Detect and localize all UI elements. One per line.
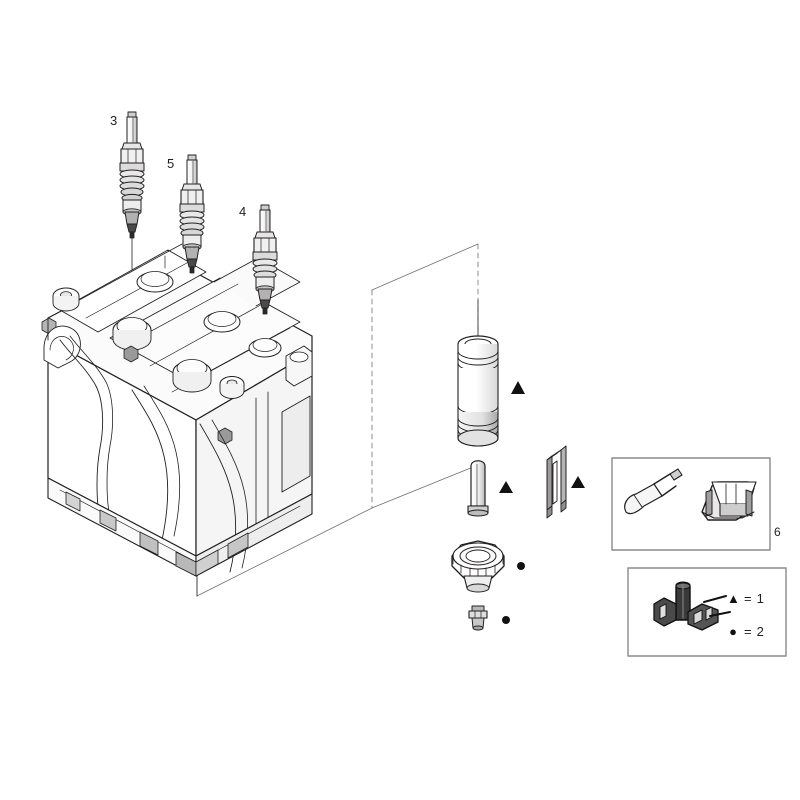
- spark-plug-left: [119, 111, 145, 239]
- plunger-tool: [624, 468, 683, 515]
- triangle-marker-sleeve: [511, 381, 525, 394]
- legend-assembly-illustration: [653, 581, 731, 631]
- retaining-clip: [546, 445, 567, 519]
- mount-boss-left: [52, 287, 80, 312]
- callout-label-5: 5: [167, 156, 175, 171]
- mount-boss-mid: [219, 376, 245, 399]
- triangle-marker-clip: [571, 476, 585, 488]
- legend-equals-1: =: [744, 591, 752, 606]
- grease-fitting: [468, 605, 488, 631]
- callout-label-3: 3: [110, 113, 118, 128]
- tool-box-label-6: 6: [774, 525, 781, 539]
- dowel-pin: [467, 460, 489, 517]
- plug-bore-1: [112, 317, 152, 351]
- plug-bore-5: [248, 338, 282, 358]
- dot-marker-cap: [517, 562, 525, 570]
- legend-box: [627, 567, 787, 657]
- legend-value-2: 2: [756, 624, 764, 639]
- plug-bore-3: [136, 271, 174, 293]
- legend-equals-2: =: [744, 624, 752, 639]
- triangle-marker-pin: [499, 481, 513, 493]
- plug-bore-2: [172, 359, 212, 393]
- spark-plug-middle: [179, 154, 205, 274]
- dot-marker-icon: ●: [729, 624, 737, 639]
- injector-sleeve: [457, 335, 499, 447]
- legend-value-1: 1: [756, 591, 764, 606]
- dot-marker-fitting: [502, 616, 510, 624]
- holder-bracket: [701, 481, 757, 521]
- knurled-cap-nut: [451, 540, 505, 593]
- legend-row-triangle: ▲ = 1: [727, 592, 765, 605]
- legend-row-dot: ● = 2: [727, 625, 765, 638]
- tool-box-6: [611, 457, 771, 551]
- spark-plug-right: [252, 204, 278, 315]
- plug-bore-4: [203, 311, 241, 333]
- bottom-feet: [65, 491, 249, 577]
- callout-label-4: 4: [239, 204, 247, 219]
- triangle-marker-icon: ▲: [727, 591, 740, 606]
- cylinder-head-assembly: [41, 243, 313, 577]
